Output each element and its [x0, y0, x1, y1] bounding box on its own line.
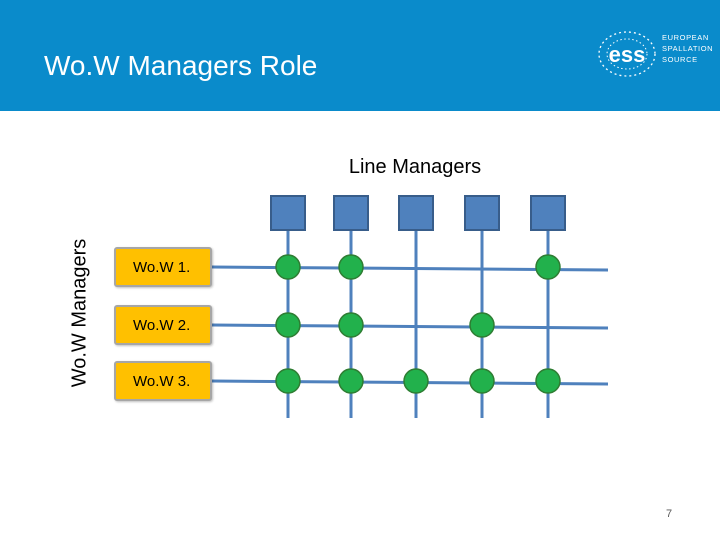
assignment-node: [275, 254, 301, 280]
logo-wordmark: EUROPEAN SPALLATION SOURCE: [662, 32, 713, 65]
assignment-node: [275, 368, 301, 394]
wow-manager-box: Wo.W 2.: [114, 305, 212, 345]
wow-manager-box: Wo.W 1.: [114, 247, 212, 287]
line-manager-square: [270, 195, 306, 231]
wow-manager-box: Wo.W 3.: [114, 361, 212, 401]
assignment-node: [469, 368, 495, 394]
assignment-node: [338, 254, 364, 280]
line-manager-square: [530, 195, 566, 231]
slide-title: Wo.W Managers Role: [44, 50, 318, 81]
line-manager-square: [333, 195, 369, 231]
assignment-node: [403, 368, 429, 394]
slide-header: Wo.W Managers Role ess EUROPEAN SPALLATI…: [0, 0, 720, 111]
page-number: 7: [666, 508, 673, 520]
assignment-node: [338, 312, 364, 338]
assignment-node: [535, 254, 561, 280]
assignment-node: [535, 368, 561, 394]
ess-logo-mark-icon: ess: [598, 31, 656, 77]
line-manager-square: [464, 195, 500, 231]
assignment-node: [469, 312, 495, 338]
ess-logo-mark: ess: [609, 42, 646, 67]
ess-logo: ess EUROPEAN SPALLATION SOURCE: [596, 26, 713, 86]
assignment-node: [275, 312, 301, 338]
line-manager-square: [398, 195, 434, 231]
logo-line-2: SPALLATION: [662, 44, 714, 53]
logo-line-1: EUROPEAN: [662, 33, 709, 42]
assignment-node: [338, 368, 364, 394]
line-managers-label: Line Managers: [348, 156, 482, 178]
logo-line-3: SOURCE: [662, 55, 698, 64]
